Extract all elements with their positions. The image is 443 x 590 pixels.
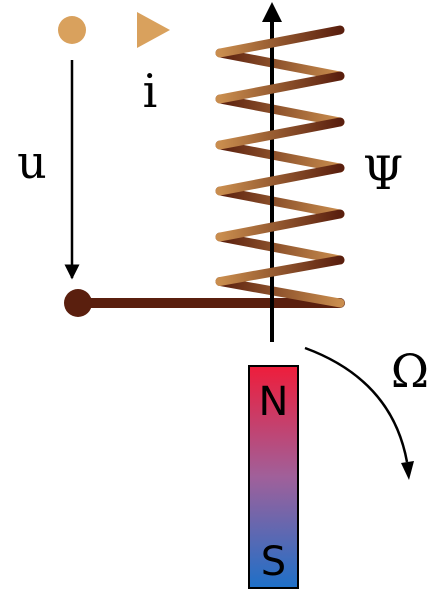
magnet-body [248,365,299,589]
coil-front-stroke [215,117,345,150]
coil-front-stroke [215,209,345,242]
current-arrow-icon [137,12,170,48]
coil-front-turns [215,25,345,286]
coil-front-stroke [215,255,345,286]
coil-back-stroke [215,232,345,265]
coil-back-stroke [215,140,345,173]
coil-back-stroke [215,48,345,81]
rotation-arrow [304,346,409,463]
flux-label: Ψ [363,146,403,200]
top-terminal [58,16,86,44]
coil-back-stroke [215,277,345,308]
rotation-arrowhead-icon [401,461,414,480]
coil-back-turns [215,48,345,308]
angular-speed-label: Ω [391,344,429,398]
coil-back-stroke [215,186,345,219]
south-pole-label: S [261,539,286,585]
voltage-label: u [17,135,47,189]
bottom-terminal [64,289,92,317]
current-label: i [143,64,158,118]
north-pole-label: N [259,379,289,425]
coil-front-stroke [215,25,345,58]
coil-front-stroke [215,163,345,196]
bar-magnet: N S [248,365,299,589]
coil-back-stroke [215,94,345,127]
axis-arrow-icon [262,2,282,22]
coil-front-stroke [215,71,345,104]
